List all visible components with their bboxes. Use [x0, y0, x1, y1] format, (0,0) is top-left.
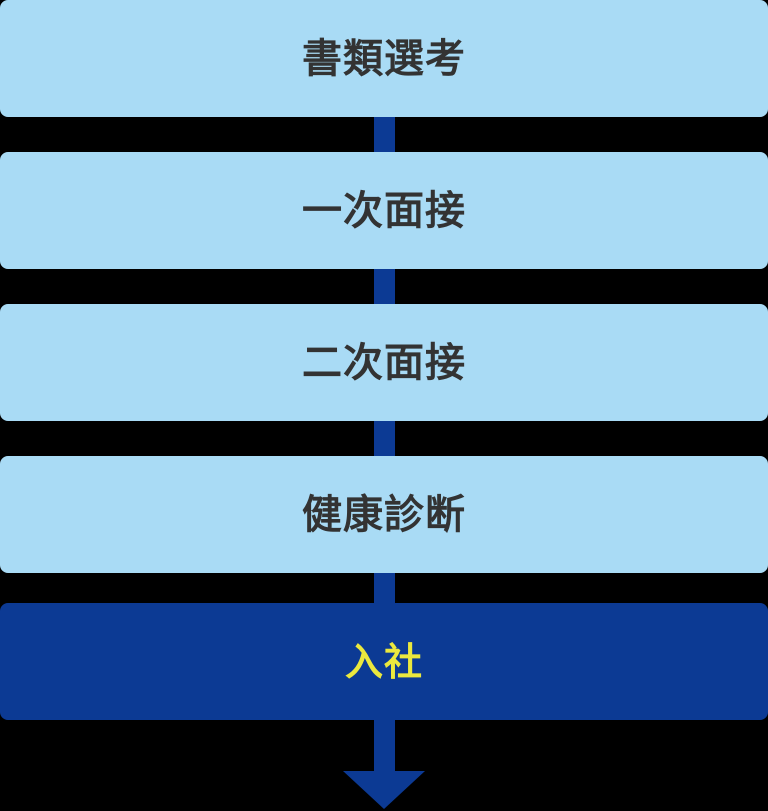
- down-arrow-head-icon: [343, 771, 425, 809]
- connector-bar-2: [373, 269, 395, 304]
- flow-step-joining-company: 入社: [0, 603, 768, 720]
- flow-step-document-screening: 書類選考: [0, 0, 768, 117]
- step-gap-2: [0, 269, 768, 304]
- step-label-health-check: 健康診断: [302, 491, 466, 538]
- down-arrow: [0, 720, 768, 811]
- step-gap-4: [0, 573, 768, 603]
- connector-bar-1: [373, 117, 395, 152]
- down-arrow-shaft: [373, 720, 395, 771]
- flow-step-health-check: 健康診断: [0, 456, 768, 573]
- connector-bar-4: [373, 573, 395, 603]
- step-label-second-interview: 二次面接: [302, 339, 466, 386]
- step-label-joining-company: 入社: [344, 639, 423, 684]
- step-label-document-screening: 書類選考: [302, 35, 466, 82]
- step-gap-1: [0, 117, 768, 152]
- connector-bar-3: [373, 421, 395, 456]
- flow-step-second-interview: 二次面接: [0, 304, 768, 421]
- flow-step-first-interview: 一次面接: [0, 152, 768, 269]
- step-gap-3: [0, 421, 768, 456]
- step-label-first-interview: 一次面接: [302, 187, 466, 234]
